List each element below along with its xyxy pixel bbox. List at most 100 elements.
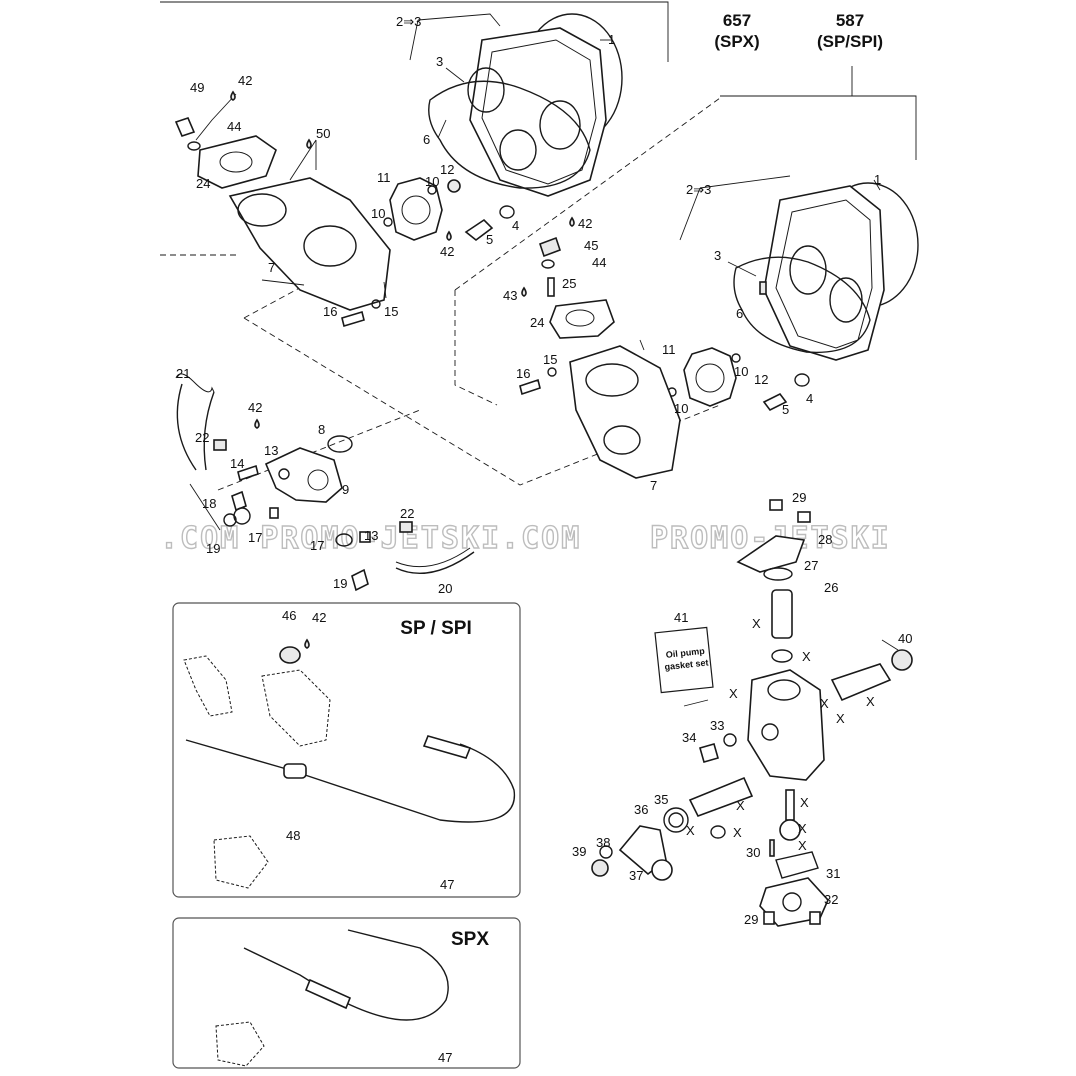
fitting-13-right: [359, 531, 371, 543]
callout: 44: [592, 255, 606, 270]
oil-pump-body: [747, 669, 825, 781]
spx-box: [172, 917, 521, 1069]
callout: 7: [268, 260, 275, 275]
screw-29-lower-b: [809, 911, 821, 925]
x-marker: X: [733, 825, 742, 840]
callout: 31: [826, 866, 840, 881]
clamp-22-left: [213, 439, 227, 451]
x-marker: X: [686, 823, 695, 838]
washer-38: [599, 845, 613, 859]
cable-clamp-48: [283, 763, 307, 779]
callout: 6: [736, 306, 743, 321]
gasket-set-card-41: Oil pump gasket set: [654, 626, 714, 694]
callout: 39: [572, 844, 586, 859]
screw-16-upper: [341, 310, 365, 328]
callout: 42: [440, 244, 454, 259]
callout: 28: [818, 532, 832, 547]
valve-washer-587: [794, 373, 810, 387]
check-valve: [830, 663, 892, 702]
guide-mid: [217, 409, 421, 491]
callout: 13: [264, 443, 278, 458]
callout: 47: [438, 1050, 452, 1065]
callout: 15: [543, 352, 557, 367]
circlip-27: [763, 567, 793, 581]
callout: 12: [440, 162, 454, 177]
guide-upper-right: [454, 97, 721, 406]
callout: 4: [512, 218, 519, 233]
intake-gasket-587: [549, 299, 615, 339]
callout: 22: [400, 506, 414, 521]
oil-drop-markers: [230, 90, 575, 649]
rotary-valve-gasket-587: [733, 256, 871, 354]
callout: 1: [608, 32, 615, 47]
washer-33: [723, 733, 737, 747]
nut-45: [538, 236, 562, 258]
rotary-valve-cover-587: [763, 185, 885, 361]
spx-cable-group: SPX: [172, 917, 521, 1069]
oil-line-20: [395, 547, 471, 568]
callout: 29: [744, 912, 758, 927]
callout: 6: [423, 132, 430, 147]
callout: 42: [238, 73, 252, 88]
sp-spi-title: SP / SPI: [400, 618, 471, 639]
valve-bolt-657: [464, 218, 494, 242]
callout: 46: [282, 608, 296, 623]
callout: 20: [438, 581, 452, 596]
callout: 33: [710, 718, 724, 733]
callout: 19: [206, 541, 220, 556]
banjo-bolt-18: [231, 490, 247, 512]
callout: 42: [312, 610, 326, 625]
lever-37: [651, 859, 673, 881]
screw-29-upper-b: [797, 511, 811, 523]
x-marker: X: [866, 694, 875, 709]
screw-16-lower: [519, 378, 541, 396]
oil-pump-assembly-left: [175, 373, 475, 592]
bracket-587: [720, 66, 917, 160]
x-marker: X: [800, 795, 809, 810]
callout: 38: [596, 835, 610, 850]
callout: 1: [874, 172, 881, 187]
pump-shaft: [688, 776, 754, 817]
callout: 3: [436, 54, 443, 69]
callout: 12: [754, 372, 768, 387]
model-587-variant: (SP/SPI): [817, 32, 883, 51]
clamp-22-right: [399, 521, 413, 533]
callout: 11: [662, 342, 676, 357]
callout: 2⇒3: [686, 182, 711, 197]
callout: 32: [824, 892, 838, 907]
bracket-657: [160, 1, 669, 62]
model-587-header: 587 (SP/SPI): [817, 11, 883, 51]
x-markers: X X X X X X X X X X X X: [686, 616, 875, 853]
callout: 10: [371, 206, 385, 221]
callout: 49: [190, 80, 204, 95]
callout: 42: [578, 216, 592, 231]
cable-nut-46: [279, 646, 301, 664]
washer-44: [187, 141, 201, 151]
rotary-valve-shaft-housing-587: [569, 345, 681, 479]
callout: 27: [804, 558, 818, 573]
oil-line-21-top: [175, 373, 215, 393]
dowel-pin-587: [759, 281, 767, 295]
x-marker: X: [752, 616, 761, 631]
callout: 36: [634, 802, 648, 817]
oil-drop-icon: [569, 216, 575, 227]
washer-15-lower: [547, 367, 557, 377]
washer-44-587: [541, 259, 555, 269]
callout: 22: [195, 430, 209, 445]
x-marker: X: [798, 838, 807, 853]
valve-nut-657: [447, 179, 461, 193]
callout: 13: [364, 528, 378, 543]
x-marker: X: [836, 711, 845, 726]
guide-upper-left: [160, 254, 721, 486]
callout: 10: [674, 401, 688, 416]
callout: 19: [333, 576, 347, 591]
bleed-screw-34: [699, 743, 719, 763]
x-marker: X: [802, 649, 811, 664]
callout: 16: [323, 304, 337, 319]
oil-pump-cover-outline: [183, 655, 233, 717]
spring-35: [663, 807, 689, 833]
callout: 3: [714, 248, 721, 263]
oil-pump-exploded-right: Oil pump gasket set: [591, 499, 913, 927]
cable-47-sp-spi: [185, 739, 516, 823]
